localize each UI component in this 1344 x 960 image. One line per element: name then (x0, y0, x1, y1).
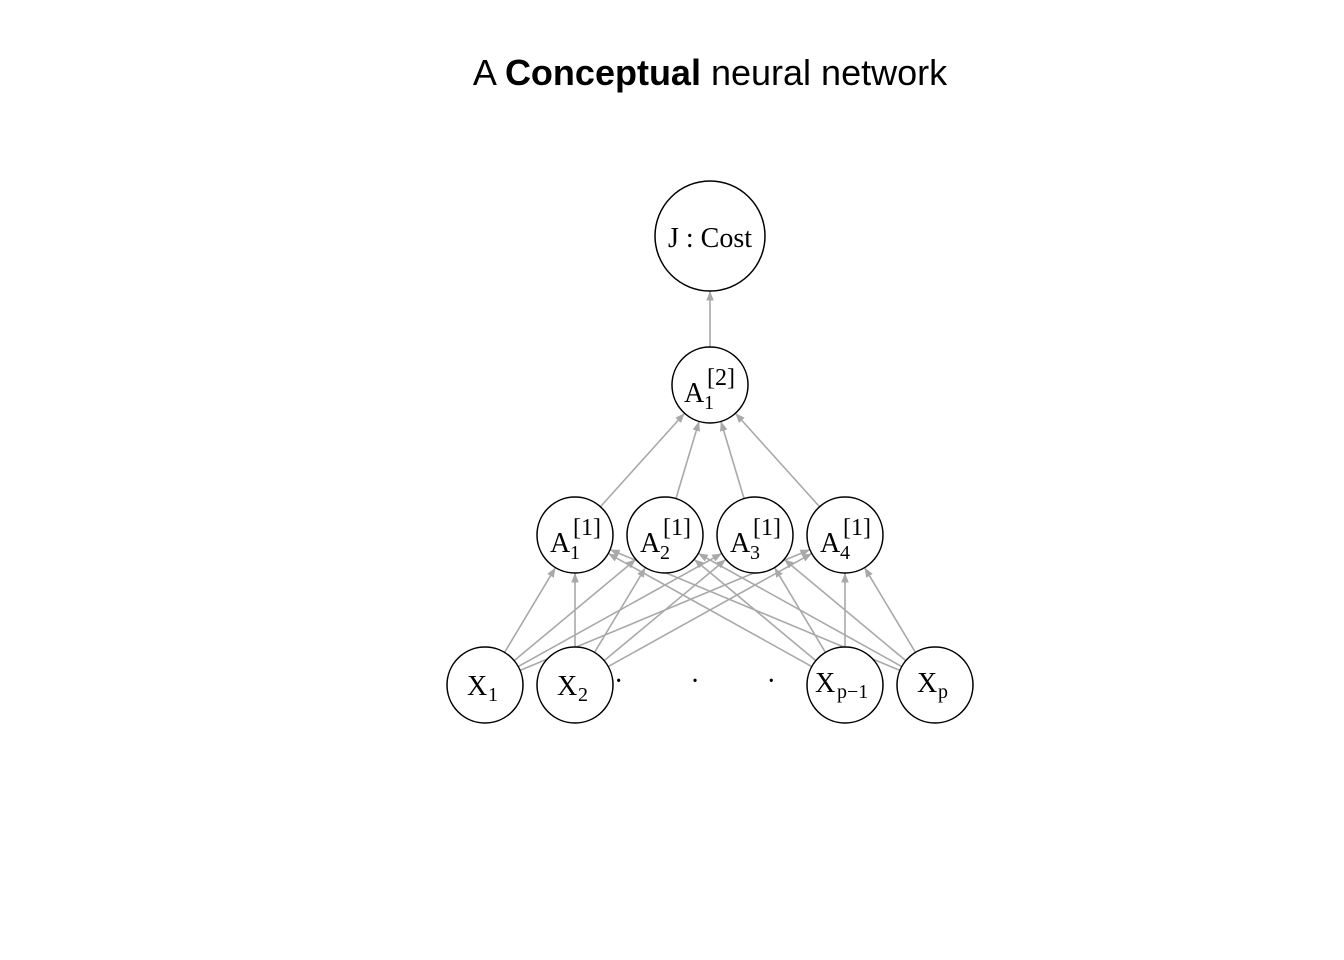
layer1-node-1-base: A (550, 528, 571, 559)
output-node-label: J : Cost (668, 223, 752, 254)
layer1-node-4: A 4 [1] (806, 496, 884, 574)
layer1-node-3-sup: [1] (753, 515, 781, 541)
edge-input2-to-hidden3 (603, 558, 727, 662)
input-node-xp-sub: p (938, 681, 948, 703)
input-ellipsis: · · · (614, 666, 806, 697)
layer2-node-1-base: A (684, 378, 705, 409)
input-node-x2: X 2 (536, 646, 614, 724)
layer1-node-2: A 2 [1] (626, 496, 704, 574)
diagram-title: A Conceptual neural network (0, 52, 1344, 94)
layer1-node-3-base: A (730, 528, 751, 559)
layer1-node-1: A 1 [1] (536, 496, 614, 574)
layer1-node-2-base: A (640, 528, 661, 559)
edge-hidden4-to-layer2 (734, 412, 821, 508)
input-node-x1-base: X (467, 671, 487, 702)
layer2-node-1: A 1 [2] (671, 346, 749, 424)
layer1-node-1-sup: [1] (573, 515, 601, 541)
input-node-xp: X p (896, 646, 974, 724)
edge-hidden3-to-layer2 (719, 421, 745, 499)
layer1-node-4-sub: 4 (840, 542, 850, 564)
edges-group (503, 291, 917, 672)
layer1-node-2-sub: 2 (660, 542, 670, 564)
input-node-x2-sub: 2 (578, 684, 588, 706)
layer1-node-3: A 3 [1] (716, 496, 794, 574)
input-node-xp-1: X p−1 (806, 646, 884, 724)
title-prefix: A (472, 52, 495, 93)
input-node-x1-sub: 1 (488, 684, 498, 706)
title-bold: Conceptual (504, 52, 701, 93)
edge-hidden2-to-layer2 (675, 421, 701, 499)
input-node-x1: X 1 (446, 646, 524, 724)
edge-input2-to-hidden2 (593, 567, 647, 653)
layer1-node-4-sup: [1] (843, 515, 871, 541)
input-node-x2-base: X (557, 671, 577, 702)
title-suffix: neural network (710, 52, 948, 93)
input-node-xp-base: X (917, 668, 937, 699)
layer2-node-1-sub: 1 (704, 392, 714, 414)
input-node-xp-1-base: X (815, 668, 835, 699)
output-node-cost: J : Cost (654, 180, 766, 292)
layer1-node-2-sup: [1] (663, 515, 691, 541)
edge-input4-to-hidden2 (697, 552, 903, 668)
layer2-node-1-sup: [2] (707, 365, 735, 391)
edge-input1-to-hidden1 (503, 567, 557, 653)
edge-input3-to-hidden1 (607, 552, 813, 668)
edge-hidden1-to-layer2 (599, 412, 686, 508)
layer1-node-1-sub: 1 (570, 542, 580, 564)
input-node-xp-1-sub: p−1 (837, 681, 868, 703)
edge-input4-to-hidden3 (783, 558, 907, 662)
layer1-node-4-base: A (820, 528, 841, 559)
layer1-node-3-sub: 3 (750, 542, 760, 564)
edge-input4-to-hidden4 (863, 567, 917, 653)
